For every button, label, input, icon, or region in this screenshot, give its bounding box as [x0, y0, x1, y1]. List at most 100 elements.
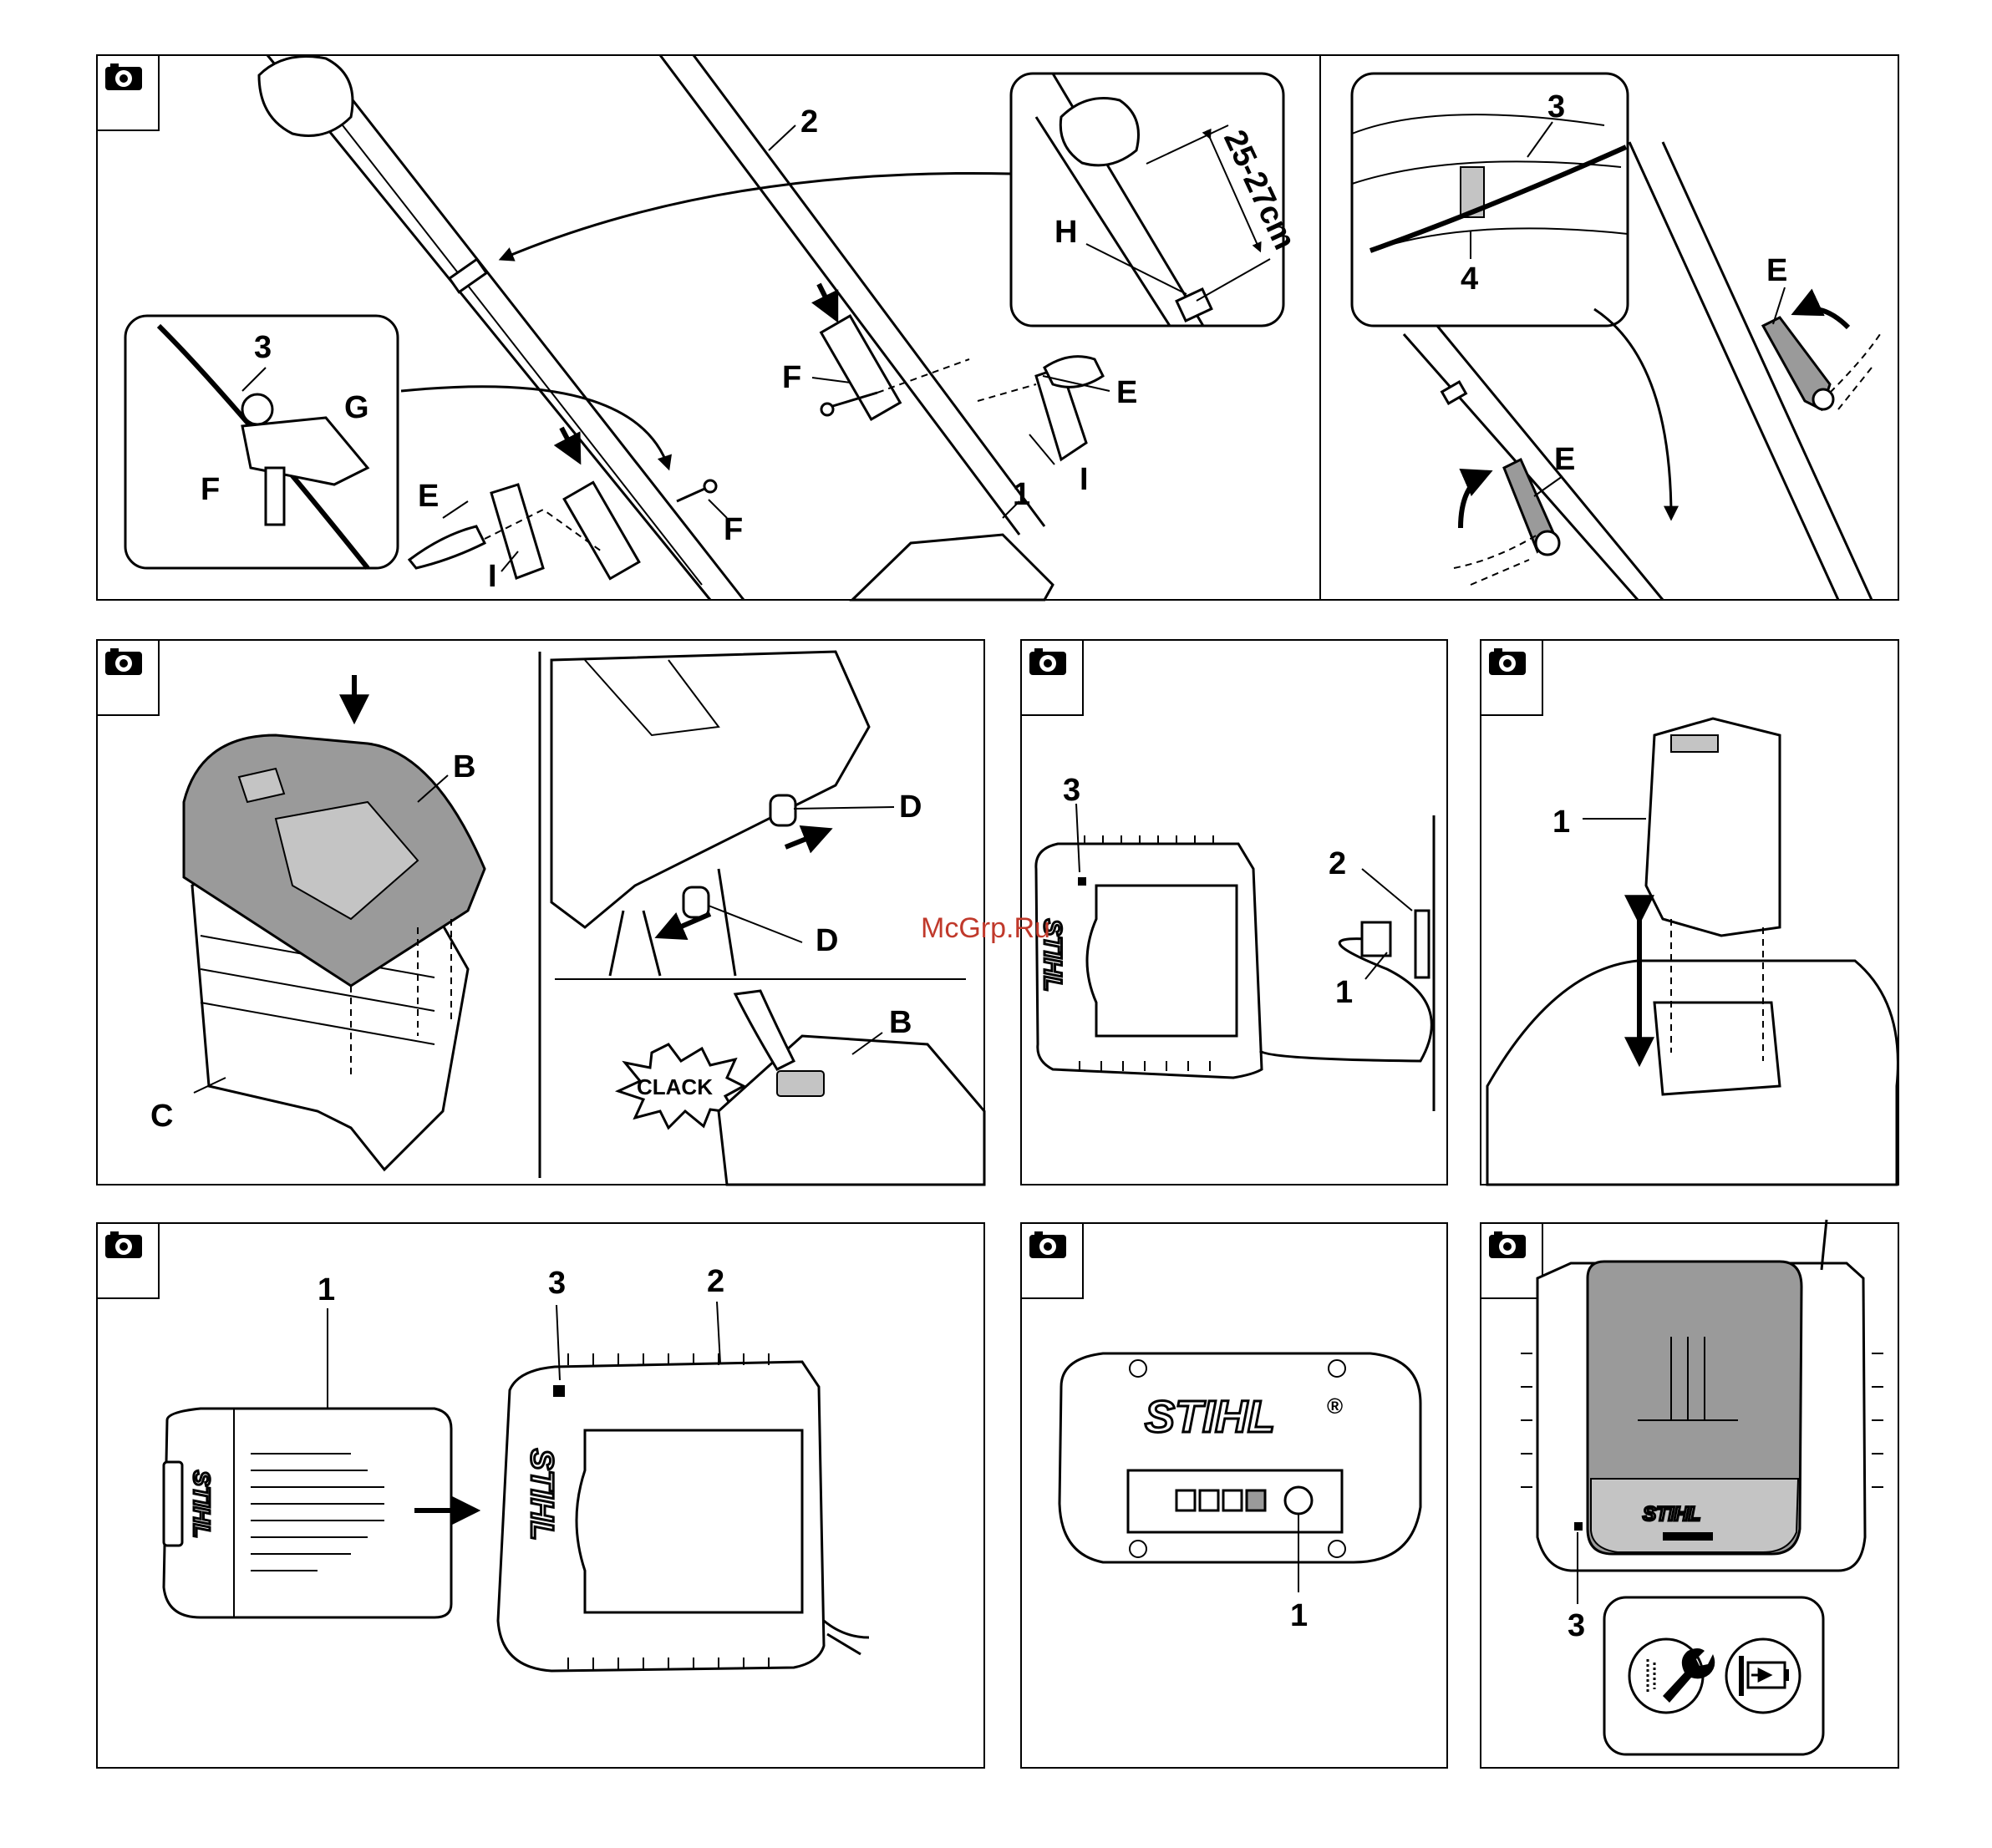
camera-icon [1021, 640, 1083, 715]
indicator-led-3 [1223, 1490, 1242, 1510]
charger-led [553, 1385, 565, 1397]
label-i: I [1080, 462, 1089, 497]
label-f-inset: F [201, 472, 220, 507]
quick-release-lever-left [409, 526, 485, 568]
camera-icon [97, 1223, 159, 1298]
label-4: 4 [1461, 261, 1478, 297]
camera-icon [97, 640, 159, 715]
label-1: 1 [318, 1272, 335, 1307]
lower-handle-right [1629, 142, 1872, 600]
label-2: 2 [707, 1264, 724, 1299]
camera-icon [1021, 1223, 1083, 1298]
pointer-arrow [501, 173, 1011, 259]
insert-arrow-lower [660, 914, 710, 936]
label-1: 1 [1552, 805, 1570, 840]
indicator-button[interactable] [1285, 1487, 1312, 1514]
screw-head [821, 404, 833, 415]
charger-body [1036, 844, 1262, 1078]
label-e-bottom: E [1554, 442, 1575, 477]
lever-open-ghost [1830, 334, 1880, 409]
charger-led [1574, 1522, 1583, 1531]
lid-latch-closed [777, 1071, 824, 1096]
panel-grass-catcher: B C D D CLACK B [97, 640, 984, 1185]
label-3: 3 [1547, 89, 1565, 124]
label-f-bottom: F [724, 512, 743, 547]
down-arrow [819, 284, 836, 317]
label-3: 3 [1063, 773, 1080, 808]
detail-inset-cable-guide [1352, 74, 1628, 326]
camera-icon [97, 55, 159, 130]
label-d-bottom: D [816, 923, 838, 958]
label-e-left: E [418, 479, 439, 514]
label-h: H [1054, 215, 1077, 250]
camera-icon [1481, 640, 1542, 715]
label-e: E [1116, 375, 1137, 410]
lower-handle-left [1404, 326, 1663, 600]
panel-battery-charger: STIHL STIHL 1 3 2 [97, 1223, 984, 1768]
handle-right-tube [660, 55, 1044, 535]
label-3: 3 [548, 1266, 566, 1301]
hinge-pin-lower [683, 887, 709, 917]
mower-deck [1487, 961, 1898, 1185]
assembly-guide [877, 359, 1036, 401]
label-b-top: B [453, 749, 475, 784]
inset-bolt [266, 468, 284, 525]
charger-brand: STIHL [524, 1449, 559, 1541]
panel-charge-indicator: STIHL ® 1 [1021, 1223, 1447, 1768]
battery-leds [1663, 1532, 1713, 1541]
pressing-finger [735, 991, 794, 1069]
watermark: McGrp.Ru [921, 912, 1050, 944]
wall-socket [1415, 911, 1429, 977]
label-1: 1 [1335, 975, 1353, 1010]
inset-nut [242, 394, 272, 424]
battery-indicator [1671, 735, 1718, 752]
tube-bracket-right [821, 316, 901, 419]
battery-brand: STIHL [189, 1470, 215, 1538]
battery-brand: STIHL [1145, 1392, 1275, 1442]
clack-text: CLACK [637, 1074, 713, 1099]
pointer-arrow-inset [401, 387, 668, 468]
lever-open-ghost-lower [1454, 535, 1537, 585]
pointer-arrow [1594, 309, 1671, 518]
label-b-bottom: B [889, 1005, 912, 1040]
charger-led [1078, 877, 1086, 886]
charger-cable [824, 1621, 869, 1654]
panel-handle-assembly: 2 H 25-27cm E F I 1 3 G F E I F [97, 55, 1320, 600]
lever-pivot-lower [1536, 531, 1559, 555]
panel-charger-status: STIHL 3 [1481, 1220, 1898, 1768]
label-1: 1 [1290, 1598, 1308, 1633]
panel-battery-insert: 1 [1481, 640, 1898, 1185]
label-3: 3 [254, 330, 272, 365]
label-i-left: I [488, 559, 497, 594]
registered-mark: ® [1327, 1394, 1343, 1419]
panel-charger-connect: STIHL 3 2 1 [1021, 640, 1447, 1185]
battery-charge-icon [1726, 1639, 1800, 1713]
indicator-led-1 [1176, 1490, 1195, 1510]
label-f: F [782, 360, 801, 395]
leader-lines [443, 125, 1110, 571]
catcher-lid-closed [719, 1036, 984, 1185]
label-c: C [150, 1099, 173, 1134]
detail-inset-measure [1011, 74, 1283, 326]
battery-brand: STIHL [1643, 1503, 1700, 1526]
insert-arrow [785, 830, 827, 847]
handle-knob [259, 57, 353, 136]
label-2: 2 [1329, 846, 1346, 881]
indicator-led-4 [1247, 1490, 1265, 1510]
battery-indicator [164, 1462, 182, 1546]
camera-icon [1481, 1223, 1542, 1298]
mains-plug [1362, 922, 1390, 956]
hinge-pin [770, 795, 795, 825]
screw-head [704, 480, 716, 492]
inset-knob [1060, 99, 1138, 165]
label-g: G [344, 390, 369, 425]
label-2: 2 [800, 104, 818, 140]
label-d-top: D [899, 789, 922, 825]
mower-housing [852, 535, 1053, 600]
indicator-led-2 [1200, 1490, 1218, 1510]
panel-lever-closing: 3 4 E E [1320, 55, 1898, 600]
mower-rear-housing [551, 652, 869, 927]
label-e-top: E [1766, 253, 1787, 288]
rotate-arrow [1796, 309, 1848, 327]
